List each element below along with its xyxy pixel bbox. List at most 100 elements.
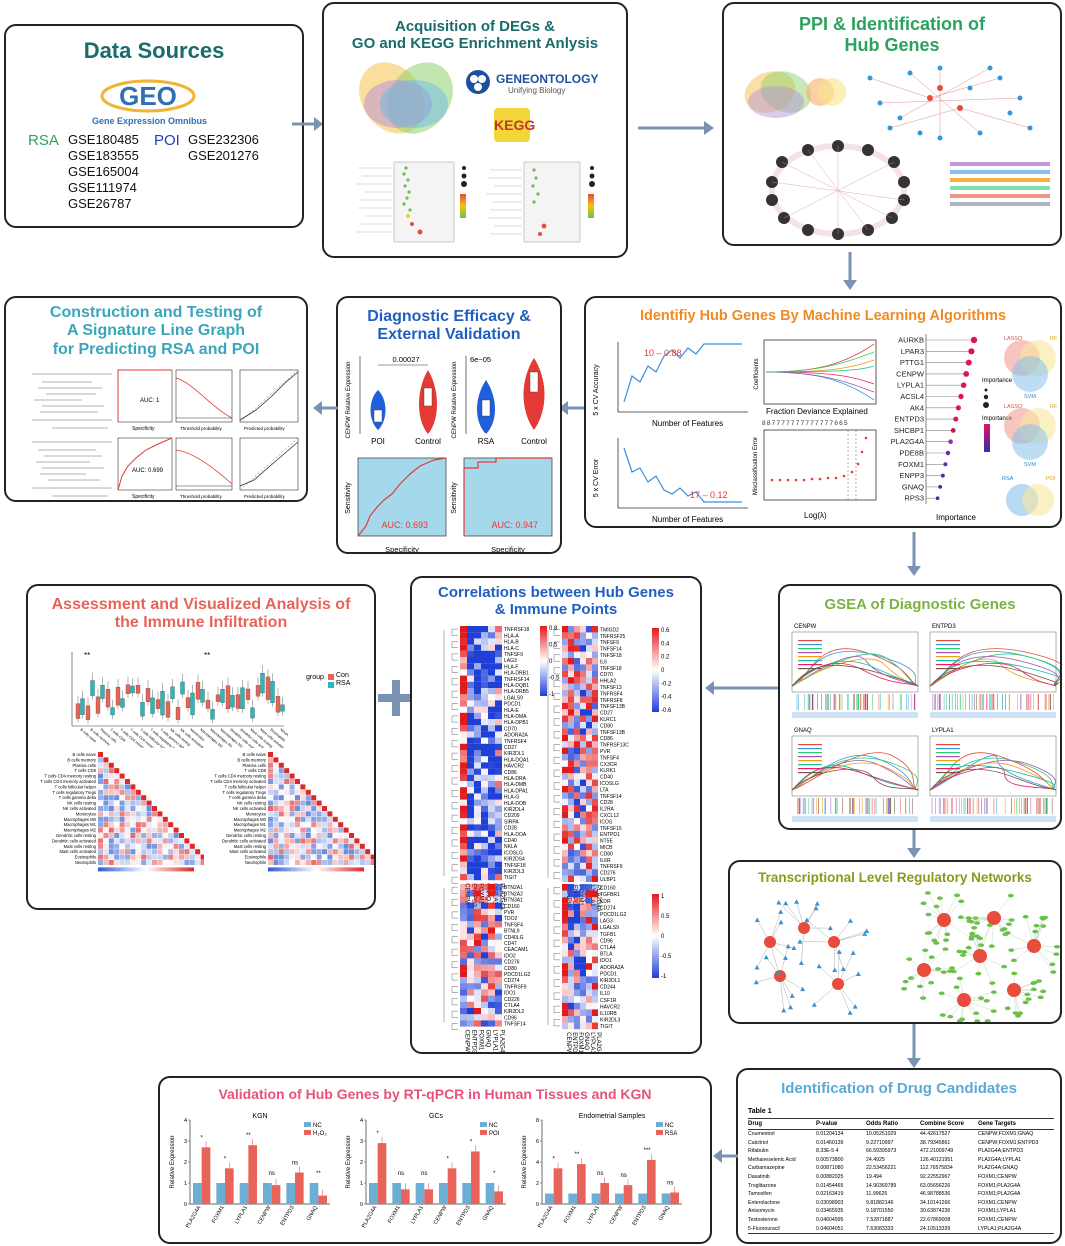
tf-node [782,955,788,960]
decision-curve-a: Threshold probability [175,369,233,431]
heatmap-row-label: CD40LG [504,935,524,941]
correlation-cell [349,854,354,860]
table-cell: FOXM1;CENPW [978,1216,1017,1223]
tf-node [862,931,868,936]
bar-nc [462,1183,471,1204]
correlation-cell [195,849,201,855]
y-tick-label: 6 [536,1139,539,1145]
heatmap-cell [474,644,481,651]
correlation-cell [300,795,306,801]
correlation-cell [273,757,279,763]
correlation-cell [146,806,152,811]
heatmap-cell [580,786,586,793]
cell-type-label: Mast cells resting [234,844,267,849]
heatmap-row-label: TNFRSF18 [504,627,530,633]
correlation-cell [114,843,120,849]
rank-bar [792,816,918,822]
rf-point [935,496,940,500]
correlation-cell [98,838,103,844]
gsea-plot-title: ENTPD3 [932,624,956,630]
heatmap-cell [568,754,574,761]
heatmap-row-label: KIR2DL1 [504,751,525,757]
heatmap-cell [568,747,574,754]
heatmap-cell [488,787,495,794]
heatmap-cell [592,651,598,658]
heatmap-cell [481,843,488,850]
heatmap-cell [580,638,586,646]
heatmap-cell [574,884,580,891]
heatmap-cell [488,818,495,825]
correlation-cell [98,822,103,828]
correlation-cell [108,779,114,784]
heatmap-cell [580,747,586,754]
heatmap-row-label: HLA-DOA [504,832,527,838]
correlation-cell [184,849,190,855]
correlation-cell [278,822,284,828]
heatmap-cell [488,970,495,977]
heatmap-cell [592,963,598,970]
heatmap-cell [592,722,598,729]
heatmap-cell [586,903,592,911]
correlation-cell [114,784,120,790]
dendrogram-branch [553,992,560,1000]
dendrogram-branch [553,808,560,815]
box-rsa [100,685,105,699]
heatmap-cell [568,722,574,729]
heatmap-cell [592,1003,598,1010]
correlation-cell [273,854,279,860]
dendrogram-branch [553,705,560,713]
rf-gene-label: CENPW [896,369,925,378]
heatmap-cell [568,670,574,678]
heatmap-cell [586,963,592,970]
heatmap-cell [586,652,592,658]
rf-point [965,359,972,366]
correlation-cell [135,795,141,801]
heatmap-cell [562,1002,568,1010]
correlation-cell [273,768,279,774]
correlation-cell [284,811,290,817]
heatmap-cell [481,799,488,806]
mirna-node [954,893,961,898]
correlation-cell [322,811,327,817]
heatmap-cell [474,781,481,788]
correlation-cell [332,860,338,865]
correlation-cell [108,811,114,817]
correlation-cell [273,811,279,817]
heatmap-cell [562,754,568,761]
mirna-node [940,970,947,974]
heatmap-cell [488,781,495,788]
correlation-cell [184,843,190,849]
heatmap-cell [488,799,495,806]
heatmap-cell [481,867,488,874]
mirna-node [1040,916,1047,921]
arrow-left-icon [313,401,338,415]
heatmap-cell [460,743,467,750]
heatmap-col-label: ENTPD3 [571,1032,577,1054]
heatmap-cell [592,843,598,850]
heatmap-row-label: PVR [504,910,515,916]
tf-node [847,1010,853,1015]
color-scale-label: 0 [661,668,665,674]
dendrogram-branch [451,666,458,673]
heatmap-cell [580,976,586,983]
correlation-cell [327,827,333,833]
heatmap-cell [495,874,502,881]
heatmap-cell [495,750,502,757]
bar-treatment [201,1147,211,1204]
correlation-cell [130,827,136,833]
correlation-cell [114,854,120,860]
cell-type-label: B cells naive [242,752,266,757]
heatmap-cell [574,773,580,780]
heatmap-row-label: TDO2 [504,916,518,922]
heatmap-cell [488,731,495,738]
heatmap-cell [467,632,474,639]
correlation-cell [119,811,125,817]
heatmap-cell [592,709,598,716]
heatmap-cell [562,910,568,917]
heatmap-cell [592,658,598,665]
heatmap-cell [481,743,488,750]
correlation-cell [146,800,152,806]
svg-text:AUC: 0.693: AUC: 0.693 [381,520,428,530]
enrichment-curve [929,757,1057,791]
